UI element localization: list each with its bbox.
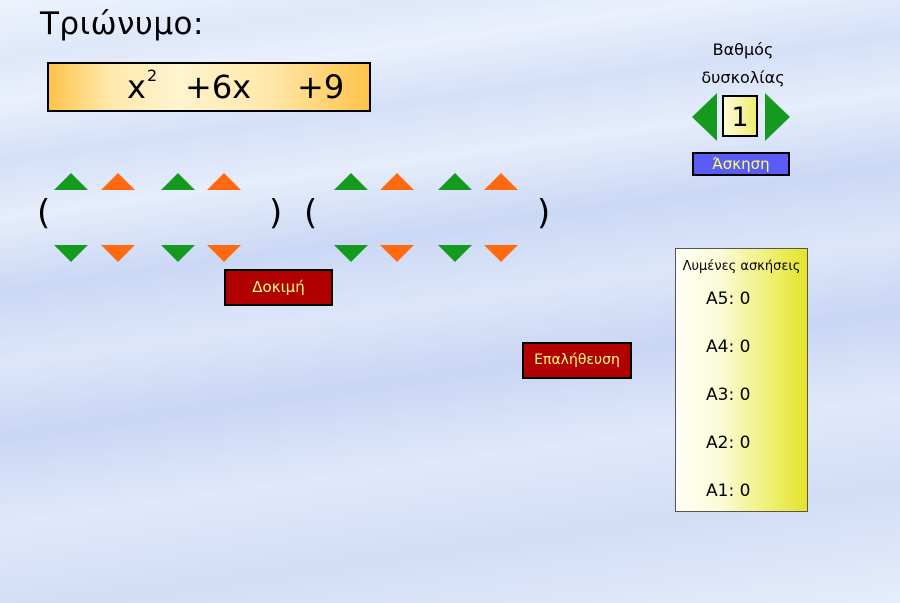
solved-row-label: A4: bbox=[706, 337, 735, 357]
factor1-coef-up-arrow-icon[interactable] bbox=[101, 173, 135, 190]
difficulty-increase-arrow-icon[interactable] bbox=[765, 93, 790, 141]
factor2-const-sign-down-arrow-icon[interactable] bbox=[438, 245, 472, 262]
factor2-const-up-arrow-icon[interactable] bbox=[484, 173, 518, 190]
solved-row-label: A3: bbox=[706, 385, 735, 405]
factor1-const-sign-down-arrow-icon[interactable] bbox=[161, 245, 195, 262]
trinomial-term-c: +9 bbox=[297, 68, 345, 106]
solved-row-value: 0 bbox=[739, 481, 751, 501]
solved-exercises-title: Λυμένες ασκήσεις bbox=[682, 259, 801, 274]
factor1-close-paren: ) bbox=[269, 193, 283, 233]
difficulty-label-line1: Βαθμός bbox=[712, 40, 774, 59]
page-title: Τριώνυμο: bbox=[40, 6, 204, 42]
solved-exercises-panel: Λυμένες ασκήσεις A5: 0 A4: 0 A3: 0 A2: 0… bbox=[675, 248, 808, 512]
solved-row-label: A5: bbox=[706, 289, 735, 309]
factor2-sign-up-arrow-icon[interactable] bbox=[334, 173, 368, 190]
factor1-sign-down-arrow-icon[interactable] bbox=[54, 245, 88, 262]
difficulty-level: 1 bbox=[722, 95, 758, 137]
solved-row-value: 0 bbox=[739, 433, 751, 453]
factor2-close-paren: ) bbox=[537, 193, 551, 233]
verify-button[interactable]: Επαλήθευση bbox=[522, 342, 632, 379]
factor2-const-down-arrow-icon[interactable] bbox=[484, 245, 518, 262]
trinomial-term-b: +6x bbox=[185, 68, 252, 106]
solved-row-value: 0 bbox=[739, 289, 751, 309]
factor1-open-paren: ( bbox=[37, 193, 51, 233]
solved-row-a4: A4: 0 bbox=[706, 337, 750, 357]
solved-row-a5: A5: 0 bbox=[706, 289, 750, 309]
solved-row-a2: A2: 0 bbox=[706, 433, 750, 453]
factor2-sign-down-arrow-icon[interactable] bbox=[334, 245, 368, 262]
difficulty-label-line2: δυσκολίας bbox=[701, 68, 785, 87]
factor2-coef-down-arrow-icon[interactable] bbox=[380, 245, 414, 262]
factor1-const-down-arrow-icon[interactable] bbox=[207, 245, 241, 262]
factor1-sign-up-arrow-icon[interactable] bbox=[54, 173, 88, 190]
try-button[interactable]: Δοκιμή bbox=[224, 269, 333, 306]
exercise-button[interactable]: Άσκηση bbox=[692, 152, 790, 176]
solved-row-a1: A1: 0 bbox=[706, 481, 750, 501]
factor1-coef-down-arrow-icon[interactable] bbox=[101, 245, 135, 262]
factor2-coef-up-arrow-icon[interactable] bbox=[380, 173, 414, 190]
factor1-const-sign-up-arrow-icon[interactable] bbox=[161, 173, 195, 190]
solved-row-a3: A3: 0 bbox=[706, 385, 750, 405]
trinomial-term-x: x bbox=[127, 68, 146, 106]
trinomial-display: x 2 +6x +9 bbox=[47, 62, 371, 112]
solved-row-label: A1: bbox=[706, 481, 735, 501]
trinomial-exponent: 2 bbox=[147, 66, 158, 85]
difficulty-decrease-arrow-icon[interactable] bbox=[692, 93, 717, 141]
solved-row-value: 0 bbox=[739, 337, 751, 357]
solved-row-label: A2: bbox=[706, 433, 735, 453]
difficulty-label: Βαθμός δυσκολίας bbox=[690, 36, 796, 92]
factor1-const-up-arrow-icon[interactable] bbox=[207, 173, 241, 190]
factor2-open-paren: ( bbox=[304, 193, 318, 233]
factor2-const-sign-up-arrow-icon[interactable] bbox=[438, 173, 472, 190]
solved-row-value: 0 bbox=[739, 385, 751, 405]
